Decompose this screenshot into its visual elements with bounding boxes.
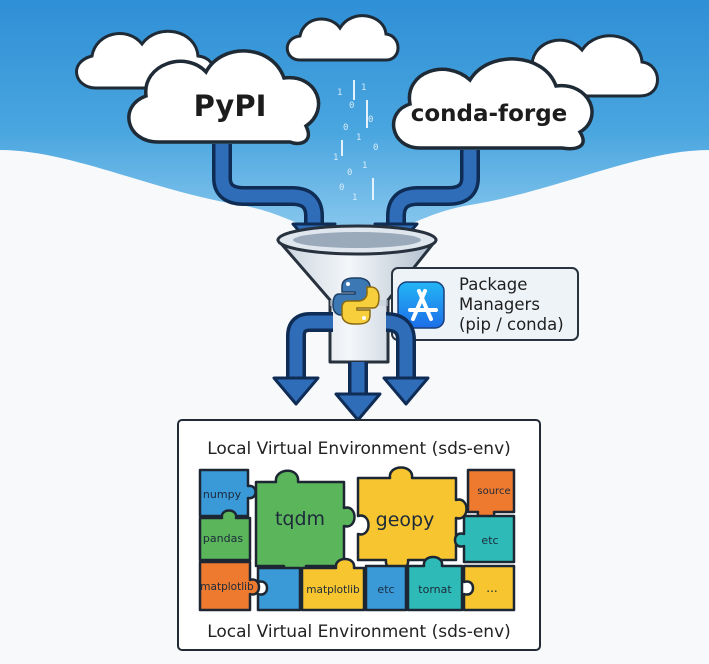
- puzzle-piece-tornat: tornat: [406, 555, 464, 612]
- svg-text:0: 0: [339, 183, 344, 193]
- cloud-background-mid: [285, 14, 400, 62]
- package-managers-line2: Managers: [459, 295, 540, 314]
- package-label-numpy: numpy: [203, 488, 242, 501]
- arrow-funnel-right: [382, 312, 430, 406]
- puzzle-piece-etc-right: etc: [453, 514, 516, 564]
- package-puzzle: numpy tqdm geopy source pandas etc: [198, 466, 516, 612]
- arrow-funnel-center: [334, 362, 382, 422]
- package-managers-label: Package Managers (pip / conda): [391, 267, 579, 341]
- svg-text:0: 0: [373, 143, 378, 153]
- package-label-tqdm: tqdm: [275, 508, 325, 530]
- puzzle-piece-etc-mid: etc: [364, 564, 408, 612]
- python-logo-icon: [332, 277, 380, 325]
- package-label-source: source: [477, 486, 510, 497]
- conda-forge-cloud: conda-forge: [391, 57, 594, 151]
- svg-text:1: 1: [362, 161, 367, 171]
- svg-text:1: 1: [356, 133, 361, 143]
- package-label-geopy: geopy: [376, 509, 435, 531]
- svg-text:0: 0: [343, 123, 348, 133]
- svg-text:0: 0: [347, 168, 352, 178]
- package-label-ellipsis: ...: [486, 581, 497, 595]
- conda-forge-label: conda-forge: [411, 101, 568, 127]
- arrow-funnel-left: [272, 312, 333, 406]
- app-store-icon: [397, 281, 445, 329]
- environment-title-top: Local Virtual Environment (sds-env): [207, 439, 511, 459]
- data-stream: 101 010 101 010: [333, 80, 378, 203]
- package-managers-line1: Package: [459, 275, 527, 294]
- puzzle-piece-pandas: pandas: [198, 509, 252, 562]
- svg-text:1: 1: [352, 193, 357, 203]
- pypi-cloud: PyPI: [127, 49, 321, 146]
- puzzle-piece-matplotlib-mid: matplotlib: [300, 557, 366, 612]
- package-label-tornat: tornat: [418, 583, 452, 596]
- svg-text:0: 0: [368, 115, 373, 125]
- puzzle-piece-ellipsis: ...: [462, 564, 516, 612]
- environment-title-bottom: Local Virtual Environment (sds-env): [207, 622, 511, 642]
- package-managers-line3: (pip / conda): [459, 315, 564, 334]
- puzzle-piece-matplotlib-left: matplotlib: [198, 560, 261, 612]
- package-label-etc-right: etc: [481, 534, 498, 547]
- pypi-label: PyPI: [194, 89, 267, 123]
- package-label-matplotlib-mid: matplotlib: [306, 584, 360, 596]
- puzzle-piece-geopy: geopy: [356, 466, 468, 572]
- puzzle-piece-numpy: numpy: [198, 468, 257, 518]
- svg-text:1: 1: [361, 83, 366, 93]
- puzzle-piece-tqdm: tqdm: [254, 469, 356, 578]
- svg-text:0: 0: [349, 101, 354, 111]
- svg-text:1: 1: [333, 153, 338, 163]
- package-label-matplotlib-left: matplotlib: [200, 581, 254, 593]
- package-label-etc-mid: etc: [377, 583, 394, 596]
- puzzle-piece-blue-small: [256, 566, 302, 612]
- package-label-pandas: pandas: [203, 532, 243, 545]
- svg-text:1: 1: [337, 88, 342, 98]
